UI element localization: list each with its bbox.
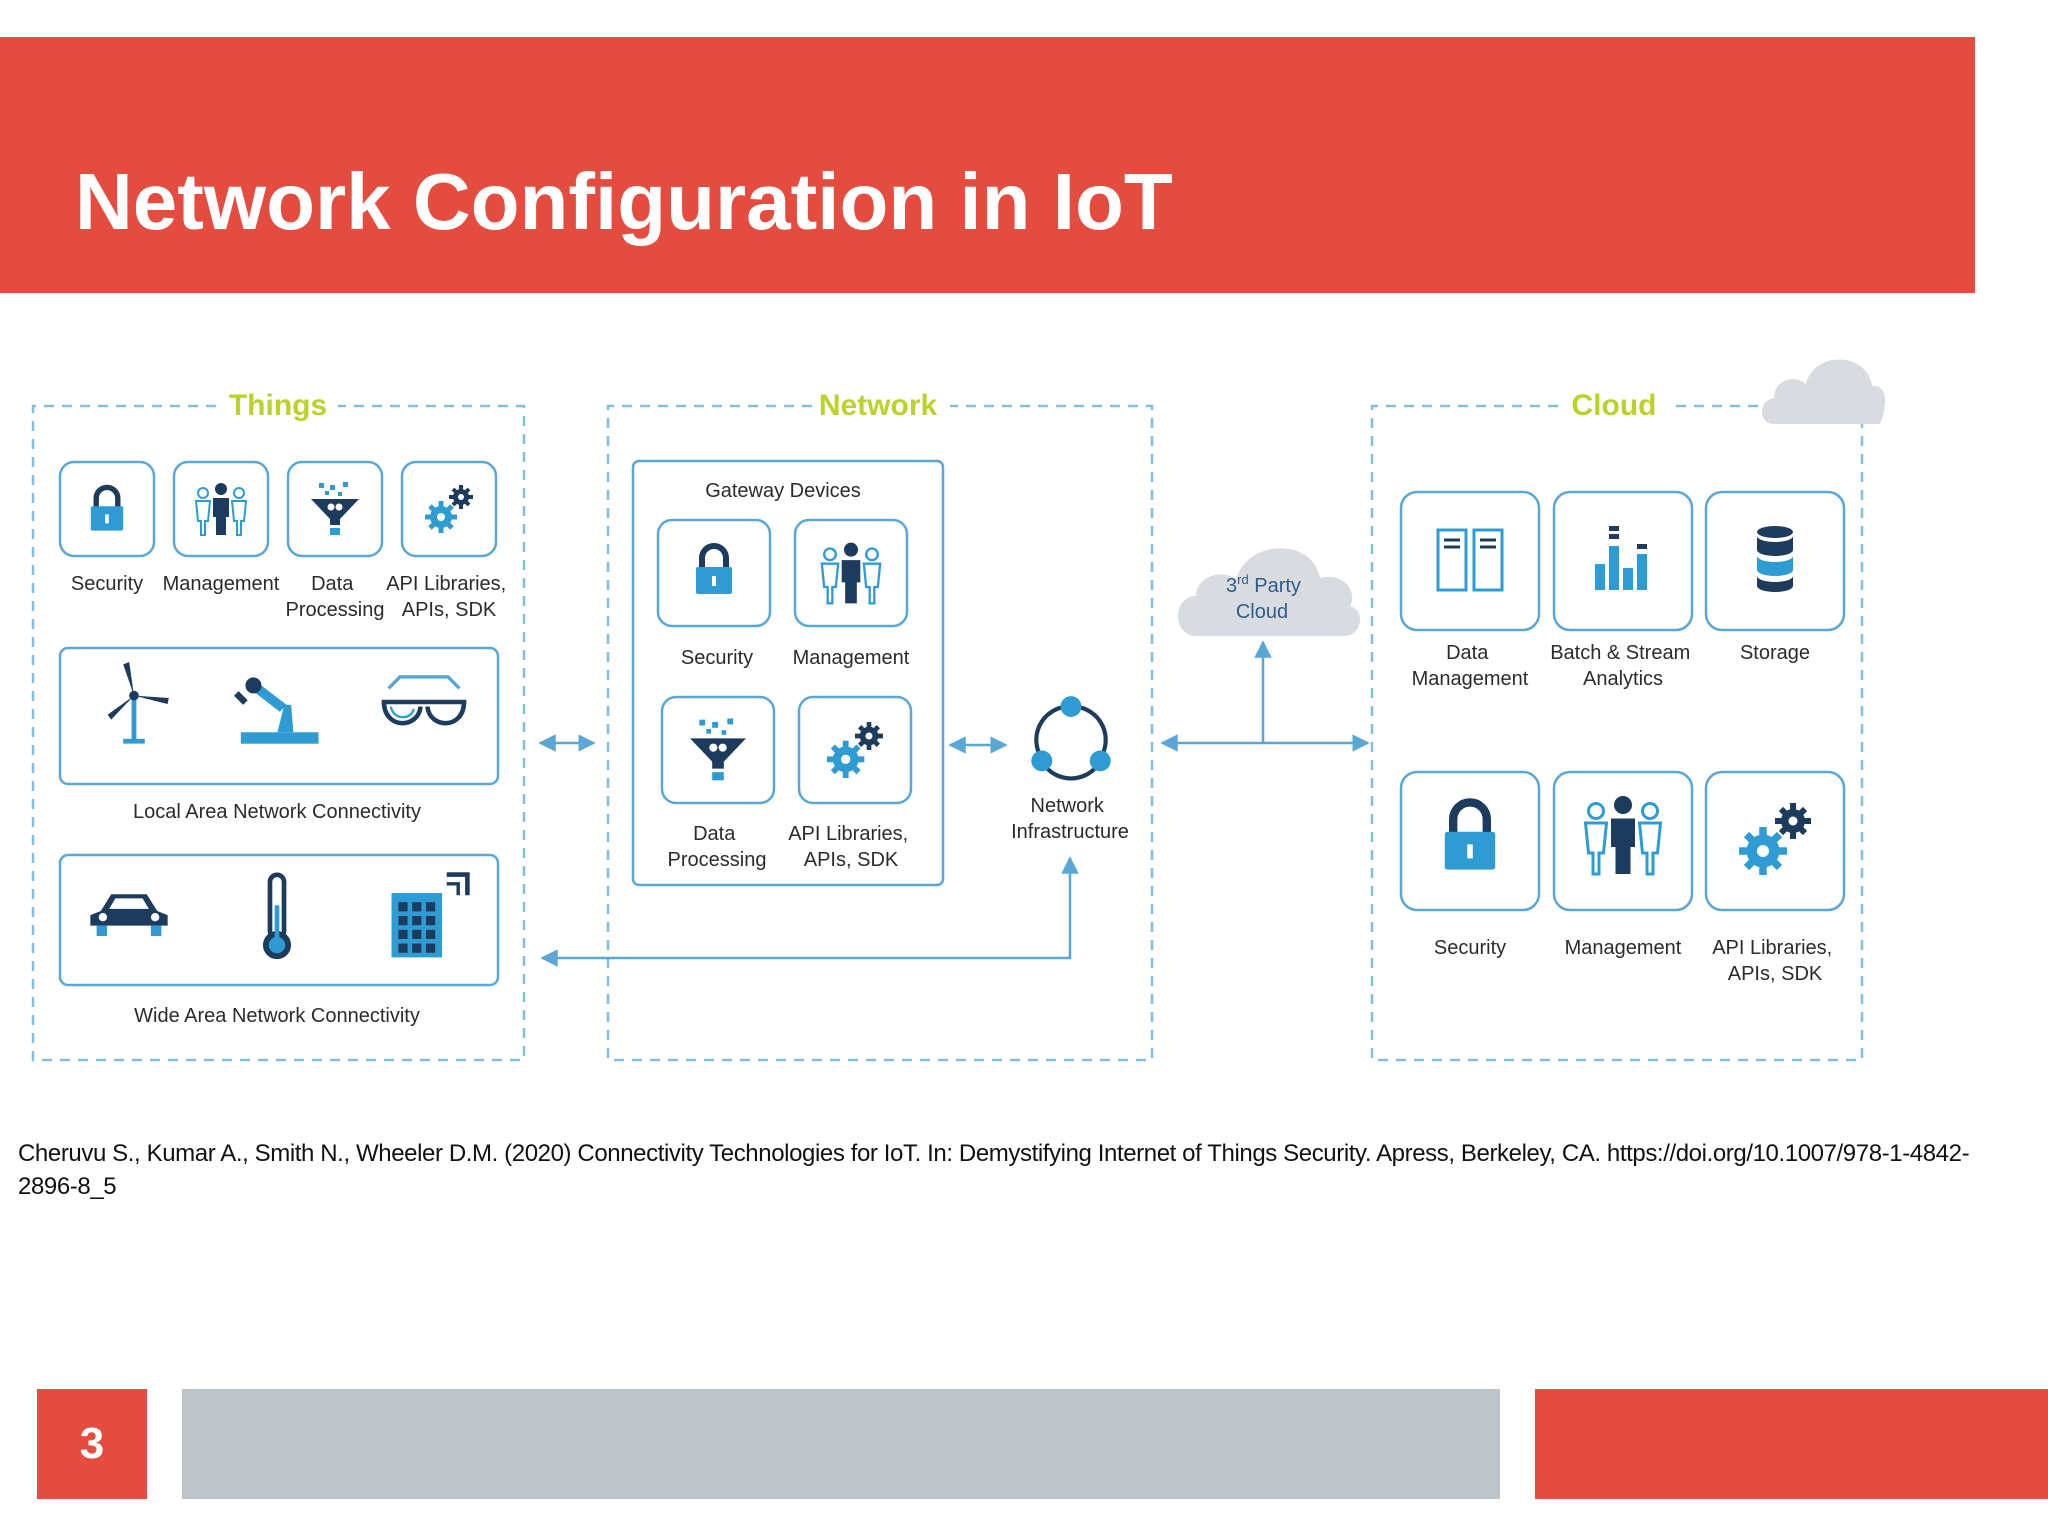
item-label-line1: API Libraries, [788,823,908,845]
gateway-item-management: Management [793,518,910,669]
svg-text:3rd Party: 3rd Party [1226,572,1301,597]
svg-text:Storage: Storage [1740,642,1810,664]
item-label-line2: Analytics [1583,668,1663,690]
svg-text:Batch & Stream Analyti: Batch & Stream Analytics [1550,642,1696,690]
item-label-line1: Data [311,573,354,595]
svg-text:Data Management: Data Management [1412,642,1529,690]
item-label-line1: Batch & Stream [1550,642,1690,664]
item-label: Management [163,573,280,595]
item-label: Management [793,647,910,669]
item-label: Management [1565,937,1682,959]
gateway-item-api-libraries: API Libraries, APIs, SDK [788,695,913,871]
item-label-line2: APIs, SDK [804,849,899,871]
item-label: Storage [1740,642,1810,664]
network-frame [606,404,1154,1062]
item-label-line2: APIs, SDK [402,599,497,621]
svg-text:Security: Security [1434,937,1506,959]
gateway-devices-box: Gateway Devices Security Management Data… [631,459,945,887]
item-label-line1: Data [693,823,736,845]
things-header: Things [229,389,327,422]
cloud-item-analytics: Batch & Stream Analytics [1550,490,1696,690]
page-number: 3 [37,1389,147,1499]
slide-title: Network Configuration in IoT [75,157,1173,246]
cloud-item-data-management: Data Management [1399,490,1541,690]
item-label-line2: Management [1412,668,1529,690]
cloud-item-management: Management [1552,770,1694,959]
svg-text:Management: Management [1565,937,1682,959]
cloud-decoration-icon [1762,359,1886,424]
item-label-line2: APIs, SDK [1728,963,1823,985]
item-label: Security [1434,937,1506,959]
svg-text:API Libraries, APIs, S: API Libraries, APIs, SDK [386,573,512,621]
network-infrastructure: Network Infrastructure [1011,696,1129,843]
citation: Cheruvu S., Kumar A., Smith N., Wheeler … [18,1140,1970,1200]
item-label: Security [681,647,753,669]
item-label-line1: API Libraries, [1712,937,1832,959]
footer-red-bar [1535,1389,2048,1499]
cloud-item-storage: Storage [1704,490,1846,664]
title-bar [0,37,1975,293]
infrastructure-things-connector [540,856,1079,967]
cloud-item-api-libraries: API Libraries, APIs, SDK [1704,770,1846,985]
cloud-item-security: Security [1399,770,1541,959]
cloud-section: Cloud Data Management Batch & Stream Ana… [1370,359,1886,1062]
things-section: Things Security Management Data Processi… [31,389,526,1062]
svg-text:Data Processing: Data Processing [286,573,385,621]
cloud-frame [1370,404,1864,1062]
things-item-api-libraries: API Libraries, APIs, SDK [386,460,512,621]
item-label-line1: API Libraries, [386,573,506,595]
svg-text:Management: Management [163,573,280,595]
item-label-line1: Data [1446,642,1489,664]
item-label: Security [71,573,143,595]
gateway-item-security: Security [656,518,772,669]
lan-connectivity-box: Local Area Network Connectivity [58,646,500,823]
footer-gray-bar [182,1389,1500,1499]
things-item-security: Security [58,460,156,595]
third-party-label-line2: Cloud [1236,601,1288,623]
infrastructure-label-line2: Infrastructure [1011,821,1129,843]
network-section: Network Gateway Devices Security Managem… [606,389,1154,1062]
svg-text:Security: Security [71,573,143,595]
network-nodes-icon [1031,696,1110,778]
item-label-line2: Processing [286,599,385,621]
third-party-cloud: 3rd Party Cloud [1178,548,1361,636]
infrastructure-label-line1: Network [1031,795,1105,817]
wan-label: Wide Area Network Connectivity [134,1005,420,1027]
svg-text:Management: Management [793,647,910,669]
svg-text:Network Infrastructure: Network Infrastructure [1011,795,1129,843]
things-frame [31,404,526,1062]
wan-connectivity-box: Wide Area Network Connectivity [58,853,500,1027]
cloud-header: Cloud [1572,389,1657,422]
cloud-shape [1178,548,1361,636]
things-item-data-processing: Data Processing [286,460,385,621]
item-label-line2: Processing [668,849,767,871]
network-header: Network [819,389,938,422]
svg-text:API Libraries, APIs, S: API Libraries, APIs, SDK [1712,937,1838,985]
svg-text:Security: Security [681,647,753,669]
gateway-title: Gateway Devices [705,480,861,502]
iot-network-diagram: Things Security Management Data Processi… [31,359,1886,1062]
things-item-management: Management [163,460,280,595]
lan-label: Local Area Network Connectivity [133,801,421,823]
